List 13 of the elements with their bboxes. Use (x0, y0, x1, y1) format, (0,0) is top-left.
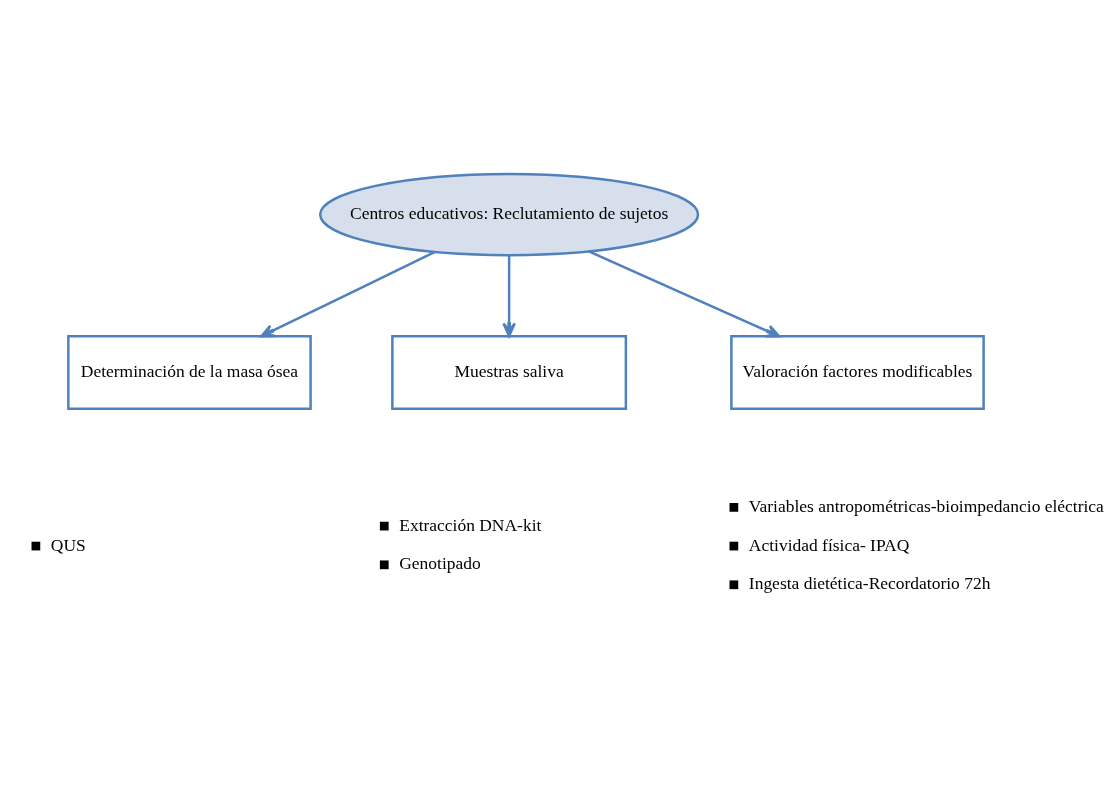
node-box: Determinación de la masa ósea (67, 335, 312, 410)
label: Variables antropométricas-bioimpedancio eléctrica (748, 496, 1104, 516)
node-box: Valoración factores modificables (730, 335, 985, 410)
arrow (502, 255, 516, 338)
node-box: Muestras saliva (391, 335, 628, 410)
arrow (260, 250, 436, 338)
label: QUS (50, 534, 86, 555)
label: Actividad física- IPAQ (748, 534, 910, 555)
arrow (588, 250, 781, 338)
node-ellipse: Centros educativos: Reclutamiento de sujetos (318, 172, 700, 257)
label: Genotipado (399, 553, 481, 574)
label: Ingesta dietética-Recordatorio 72h (748, 573, 991, 594)
label: Extracción DNA-kit (399, 514, 542, 535)
